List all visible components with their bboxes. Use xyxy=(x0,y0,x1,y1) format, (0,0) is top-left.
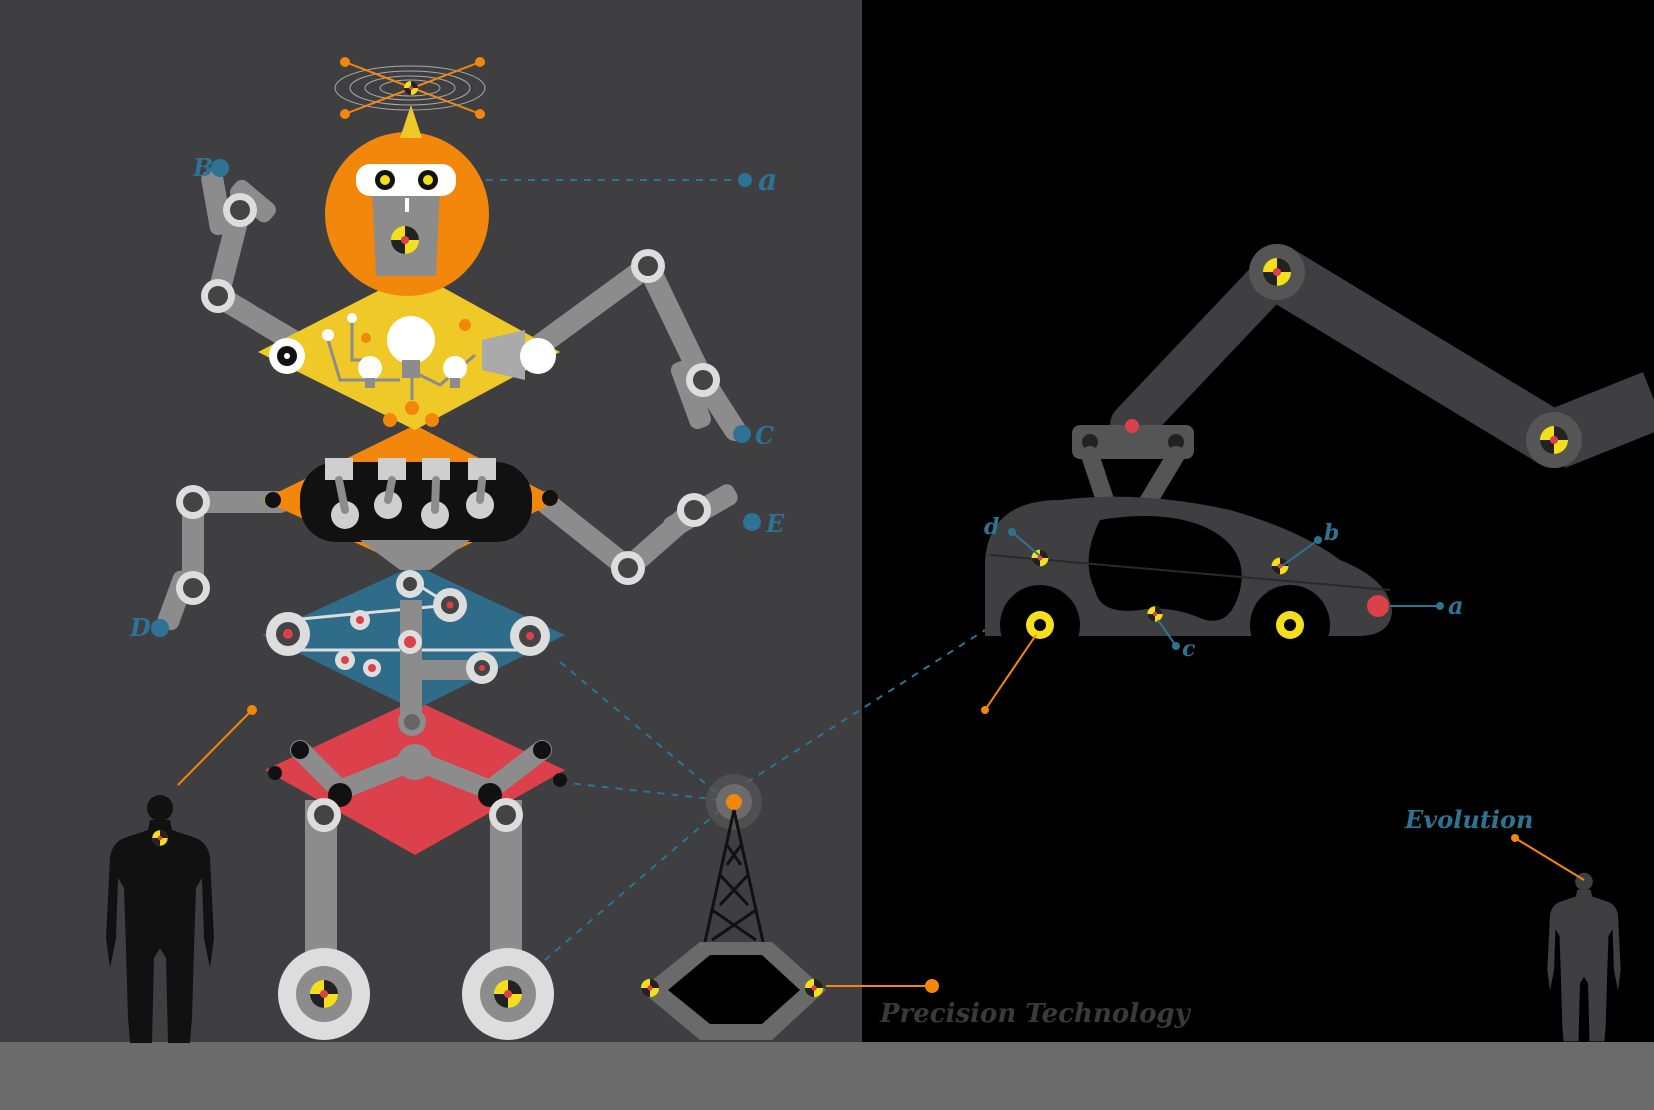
industrial-arm-icon xyxy=(1072,244,1654,524)
car-label-c: c xyxy=(1182,636,1196,662)
label-d: D xyxy=(129,613,151,642)
horn-icon xyxy=(482,330,525,380)
right-wheel xyxy=(462,948,554,1040)
caption-precision-technology: Precision Technology xyxy=(879,999,1192,1029)
caption-evolution: Evolution xyxy=(1404,805,1533,834)
human-right-connector xyxy=(1514,837,1585,881)
label-a: a xyxy=(758,163,777,198)
label-a-dot xyxy=(738,173,752,187)
label-b: B xyxy=(192,153,213,182)
radio-tower-icon xyxy=(640,774,826,1040)
robot-illustration: B C D E xyxy=(129,57,785,1040)
human-left-connector xyxy=(177,709,253,786)
lightbulb-icon xyxy=(387,316,435,364)
dotted-connectors xyxy=(430,179,986,961)
label-c: C xyxy=(755,421,774,450)
car-body-icon xyxy=(981,496,1444,714)
car-label-b: b xyxy=(1324,520,1339,546)
car-label-a: a xyxy=(1448,591,1464,620)
label-e: E xyxy=(765,509,785,538)
floor xyxy=(0,1042,1654,1110)
left-wheel xyxy=(278,948,370,1040)
car-label-d: d xyxy=(984,514,999,540)
